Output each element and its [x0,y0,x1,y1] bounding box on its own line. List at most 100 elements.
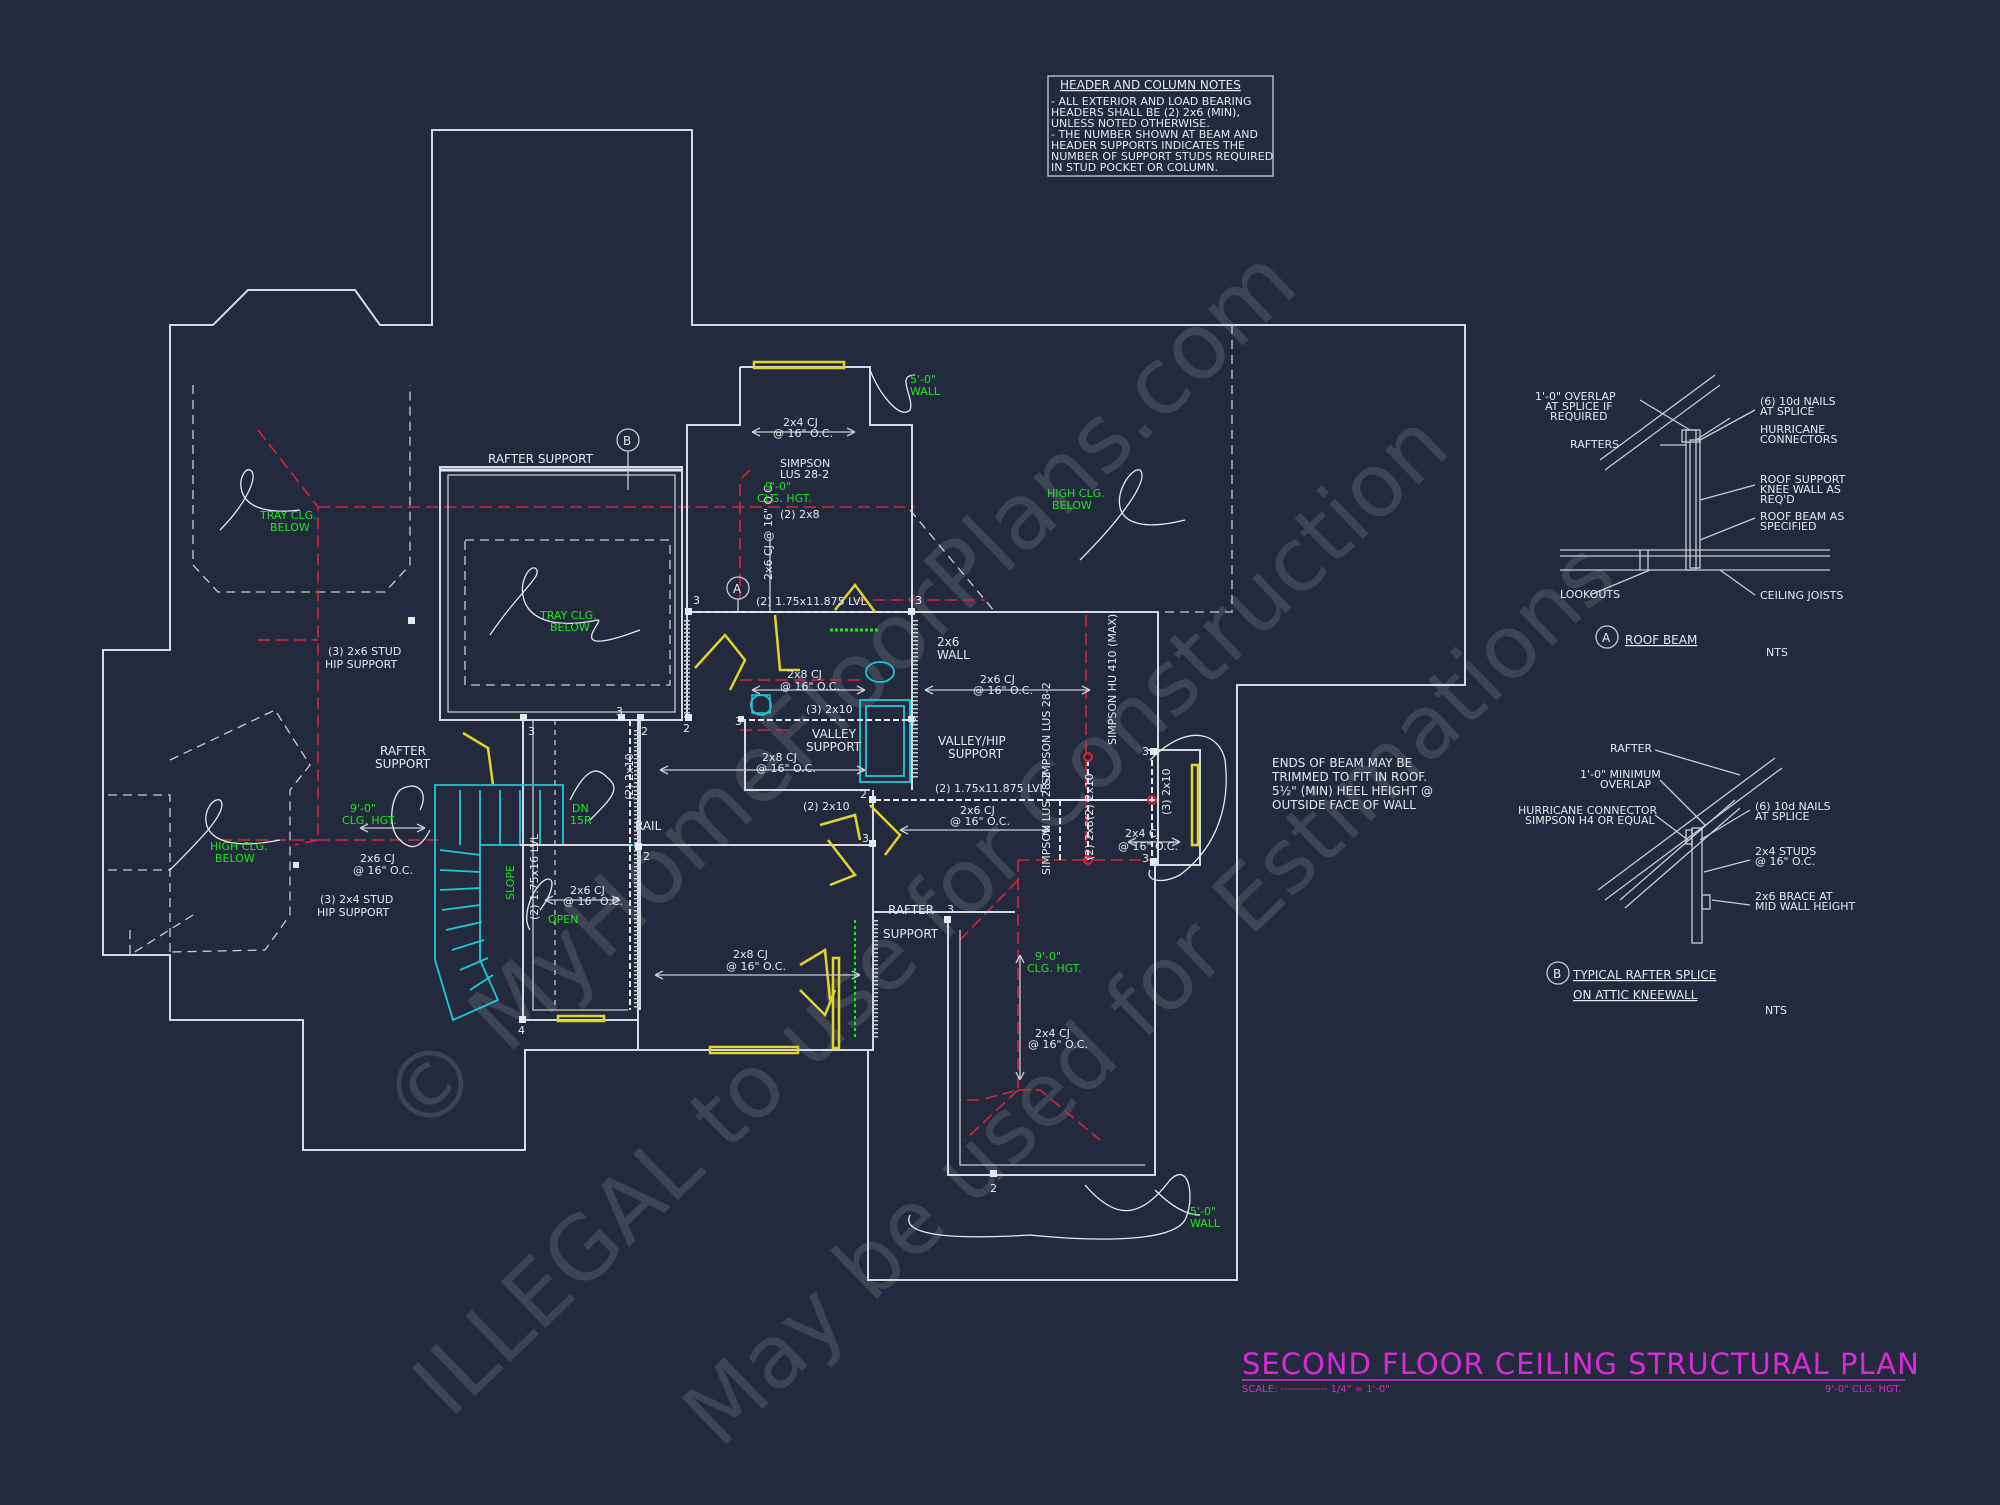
detail-a-roof-beam: 1'-0" OVERLAP AT SPLICE IF REQUIRED RAFT… [1535,374,1846,659]
stud-count: 2 [910,715,917,728]
detail-b-studs-2: @ 16" O.C. [1755,855,1815,868]
detail-b-title-2: ON ATTIC KNEEWALL [1573,988,1698,1002]
three-2x10-vertical: (3) 2x10 [1160,768,1173,815]
plan-title: SECOND FLOOR CEILING STRUCTURAL PLAN [1242,1347,1920,1381]
clg-9-top-2: CLG. HGT. [757,492,812,505]
two-2x10-b: (2) 2x10 [803,800,850,813]
simpson-vertical-2: SIMPSON LUS 28-2 [1040,772,1053,875]
simpson-vertical-1: SIMPSON LUS 28-2 [1040,682,1053,785]
high-left-2: BELOW [215,852,255,865]
plan-ceiling-height: 9'-0" CLG. HGT. [1825,1384,1902,1395]
lvl-mid: (2) 1.75x11.875 LVL [935,782,1047,795]
header-notes-line: UNLESS NOTED OTHERWISE. [1051,117,1210,130]
roof-outline [102,129,1466,1281]
stud-count: 2 [990,1182,997,1195]
clg-9-right-1: 9'-0" [1035,950,1061,963]
simpson-lus-top-1: SIMPSON [780,457,830,470]
two-2x8-vertical: (2) 2x8 [1083,820,1096,860]
dashed-roof-lines [108,325,1233,956]
section-marker-b-label: B [623,434,631,448]
detail-b-overlap-1: 1'-0" MINIMUM [1580,768,1661,781]
slope: SLOPE [504,865,517,900]
lvl-top: (2) 1.75x11.875 LVL [756,595,868,608]
cj-2x4-right-2: @ 16" O.C. [1118,840,1178,853]
header-notes-line: IN STUD POCKET OR COLUMN. [1051,161,1218,174]
rafter-support-left-2: SUPPORT [375,757,431,771]
beam-lines [220,429,1162,1141]
two-2x10-stair: (2) 2x10 [623,753,636,800]
high-left-1: HIGH CLG. [210,840,268,853]
sheet-title: SECOND FLOOR CEILING STRUCTURAL PLAN SCA… [1242,1347,1920,1395]
cj-2x6-left-1: 2x6 CJ [360,852,395,865]
cj-2x4-top-2: @ 16" O.C. [773,427,833,440]
stud-count: 3 [528,725,535,738]
section-marker-a-label: A [733,582,742,596]
beam-note: ENDS OF BEAM MAY BE TRIMMED TO FIT IN RO… [1271,756,1433,812]
hip-2x4-2: HIP SUPPORT [317,906,389,919]
stud-count: 3 [735,715,742,728]
detail-b-rafter: RAFTER [1610,742,1653,755]
header-notes-box: HEADER AND COLUMN NOTES - ALL EXTERIOR A… [1047,75,1274,177]
detail-b-overlap-2: OVERLAP [1600,778,1651,791]
stud-count: 2 [643,850,650,863]
cj-2x8-center-1: 2x8 CJ [787,668,822,681]
tray-center-2: BELOW [550,621,590,634]
cj-2x8-small-2: @ 16" O.C. [756,762,816,775]
stud-count: 3 [1142,745,1149,758]
door-swings [462,582,902,1055]
wall-2x6-2: WALL [937,648,970,662]
rafter-support-left-1: RAFTER [380,744,426,758]
stud-count: 2 [683,722,690,735]
cj-2x4-lower-2: @ 16" O.C. [1028,1038,1088,1051]
detail-a-beam-1: ROOF BEAM AS [1760,510,1844,523]
detail-a-nts: NTS [1766,646,1788,659]
beam-note-line: TRIMMED TO FIT IN ROOF. [1271,770,1427,784]
beam-note-line: 5½" (MIN) HEEL HEIGHT @ [1272,784,1433,798]
detail-b-rafter-splice: RAFTER 1'-0" MINIMUM OVERLAP HURRICANE C… [1518,742,1856,1017]
simpson-lus-top-2: LUS 28-2 [780,468,829,481]
stud-count: 3 [915,594,922,607]
detail-b-hurricane-1: HURRICANE CONNECTOR [1518,804,1658,817]
cj-2x4-top-1: 2x4 CJ [783,416,818,429]
sink-icon [865,661,895,683]
detail-a-hurricane-1: HURRICANE [1760,423,1825,436]
stud-counts: 3 3 3 2 2 2 3 3 2 3 3 3 2 4 3 2 [518,594,1149,1195]
rafter-support-top: RAFTER SUPPORT [488,452,594,466]
simpson-hu: SIMPSON HU 410 (MAX) [1106,614,1119,745]
valley-support-2: SUPPORT [806,740,862,754]
cj-2x6-right-2: @ 16" O.C. [973,684,1033,697]
beam-note-line: ENDS OF BEAM MAY BE [1272,756,1412,770]
stud-count: 3 [947,903,954,916]
cj-2x8-lower-1: 2x8 CJ [733,948,768,961]
support-posts [293,608,1157,1177]
detail-b-nails-1: (6) 10d NAILS [1755,800,1831,813]
cj-2x6-left-2: @ 16" O.C. [353,864,413,877]
detail-a-knee-2: KNEE WALL AS [1760,483,1841,496]
header-notes-line: HEADER SUPPORTS INDICATES THE [1051,139,1245,152]
on-15r-2: 15R [570,814,592,827]
wall-2x6-1: 2x6 [937,635,959,649]
wall-5-top-2: WALL [910,385,941,398]
plan-scale: SCALE: ------------- 1/4" = 1'-0" [1242,1384,1390,1395]
cj-2x8-center-2: @ 16" O.C. [780,680,840,693]
cj-2x4-lower-1: 2x4 CJ [1035,1027,1070,1040]
detail-a-nails-2: AT SPLICE [1760,405,1815,418]
detail-a-mark: A [1602,631,1611,645]
cj-2x6-vertical: 2x6 CJ @ 16" O.C. [762,482,775,580]
stud-count: 2 [860,788,867,801]
high-right-2: BELOW [1052,499,1092,512]
detail-a-title: ROOF BEAM [1625,633,1697,647]
detail-a-knee-1: ROOF SUPPORT [1760,473,1846,486]
detail-b-studs-1: 2x4 STUDS [1755,845,1816,858]
detail-b-nails-2: AT SPLICE [1755,810,1810,823]
on-15r-1: DN [572,802,589,815]
detail-b-brace-1: 2x6 BRACE AT [1755,890,1833,903]
cj-2x6-mid-2: @ 16" O.C. [950,815,1010,828]
green-labels: TRAY CLG. BELOW TRAY CLG. BELOW HIGH CLG… [210,373,1221,1230]
rail: RAIL [635,819,662,833]
high-right-1: HIGH CLG. [1047,487,1105,500]
detail-a-ceiling-joists: CEILING JOISTS [1760,589,1843,602]
detail-a-overlap-2: AT SPLICE IF [1545,400,1613,413]
beam-note-line: OUTSIDE FACE OF WALL [1272,798,1416,812]
